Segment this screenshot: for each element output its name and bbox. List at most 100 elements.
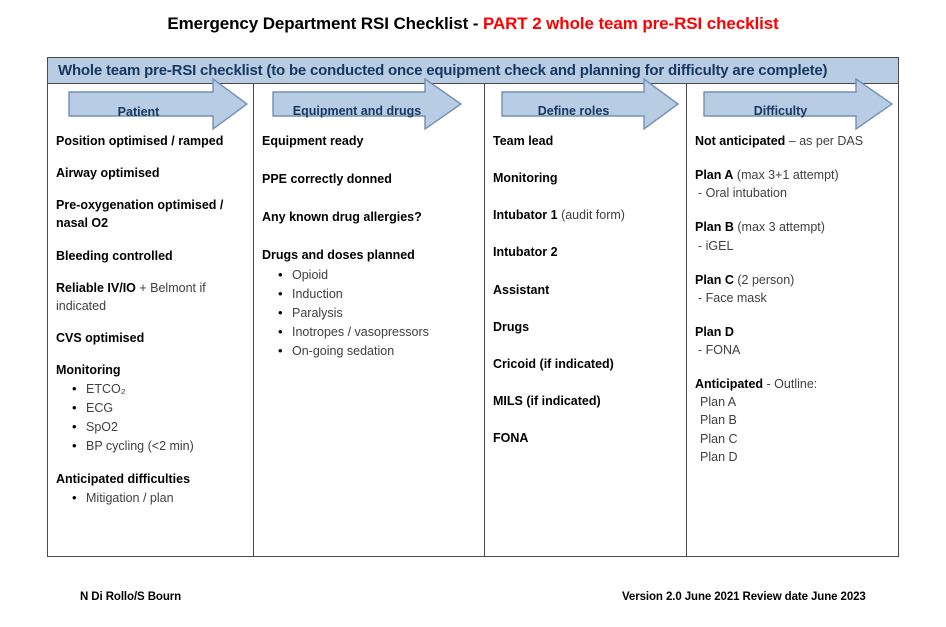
block-arrow-icon (272, 77, 463, 131)
arrow-banner-patient: Patient (56, 77, 249, 131)
column-difficulty: Difficulty Not anticipated – as per DAS … (686, 77, 898, 556)
item-sub: - iGEL (698, 238, 734, 253)
column-define-roles: Define roles Team lead Monitoring Intuba… (484, 77, 686, 556)
bullet-item: BP cycling (<2 min) (72, 436, 247, 456)
column-equipment-and-drugs: Equipment and drugs Equipment ready PPE … (253, 77, 484, 556)
item-bold: Drugs and doses planned (262, 248, 415, 263)
item-bold: Intubator 2 (493, 245, 558, 260)
item-regular: (max 3 attempt) (733, 220, 825, 235)
item-bold: Intubator 1 (493, 208, 558, 223)
page-title-red: PART 2 whole team pre-RSI checklist (482, 14, 779, 33)
list-item: Bleeding controlled (56, 247, 247, 265)
arrow-shape-patient (68, 77, 249, 131)
bullet-list: Mitigation / plan (56, 488, 247, 508)
item-bold: Plan C (695, 272, 734, 287)
item-regular: + Belmont if indicated (56, 280, 206, 313)
item-sub: - Face mask (698, 290, 767, 305)
checklist-table-body: Patient Position optimised / ramped Airw… (48, 77, 898, 556)
block-arrow-icon (501, 77, 680, 131)
list-item: Reliable IV/IO + Belmont if indicated (56, 279, 247, 315)
item-bold: Pre-oxygenation optimised / nasal O2 (56, 198, 224, 231)
item-sub: - Oral intubation (698, 186, 787, 201)
item-bold: Plan B (695, 220, 734, 235)
block-arrow-icon (68, 77, 249, 131)
block-arrow-icon (703, 77, 894, 131)
column-patient: Patient Position optimised / ramped Airw… (48, 77, 253, 556)
list-item: Plan B (max 3 attempt) - iGEL (695, 218, 892, 254)
list-item: FONA (493, 429, 680, 447)
item-bold: CVS optimised (56, 330, 145, 345)
item-bold: Plan D (695, 324, 734, 339)
list-item: Drugs (493, 318, 680, 336)
bullet-item: Induction (278, 284, 478, 304)
item-bold: Not anticipated (695, 134, 786, 148)
item-sub: - FONA (698, 343, 741, 357)
items-define-roles: Team lead Monitoring Intubator 1 (audit … (493, 132, 680, 447)
list-item: Pre-oxygenation optimised / nasal O2 (56, 196, 247, 232)
item-bold: Equipment ready (262, 134, 364, 148)
arrow-banner-define-roles: Define roles (493, 77, 680, 131)
list-item: Drugs and doses planned Opioid Induction… (262, 246, 478, 360)
list-item: Anticipated difficulties Mitigation / pl… (56, 470, 247, 508)
list-item: Intubator 1 (audit form) (493, 206, 680, 224)
item-regular: (max 3+1 attempt) (733, 168, 839, 183)
plan-line: Plan C (700, 431, 738, 446)
page-title-black: Emergency Department RSI Checklist - (167, 14, 483, 33)
list-item: Monitoring ETCO₂ ECG SpO2 BP cycling (<2… (56, 361, 247, 456)
list-item: PPE correctly donned (262, 170, 478, 188)
bullet-list: Opioid Induction Paralysis Inotropes / v… (262, 265, 478, 361)
item-bold: Cricoid (if indicated) (493, 356, 614, 371)
page-title: Emergency Department RSI Checklist - PAR… (0, 14, 946, 34)
checklist-table: Whole team pre-RSI checklist (to be cond… (47, 57, 899, 557)
list-item: Airway optimised (56, 164, 247, 182)
list-item: Team lead (493, 132, 680, 150)
item-bold: MILS (if indicated) (493, 393, 601, 408)
list-item: Any known drug allergies? (262, 208, 478, 226)
items-difficulty: Not anticipated – as per DAS Plan A (max… (695, 132, 892, 466)
item-bold: Anticipated difficulties (56, 472, 191, 487)
item-bold: Anticipated (695, 377, 764, 392)
list-item: Equipment ready (262, 132, 478, 150)
bullet-item: Mitigation / plan (72, 488, 247, 508)
item-bold: Airway optimised (56, 166, 160, 181)
bullet-item: Opioid (278, 265, 478, 285)
list-item: Anticipated - Outline: Plan A Plan B Pla… (695, 375, 892, 466)
item-regular: - Outline: (763, 377, 818, 392)
bullet-list: ETCO₂ ECG SpO2 BP cycling (<2 min) (56, 379, 247, 456)
arrow-shape-define-roles (501, 77, 680, 131)
plan-line: Plan B (700, 413, 737, 428)
bullet-item: ETCO₂ (72, 379, 247, 399)
item-bold: FONA (493, 431, 529, 445)
checklist-table-header: Whole team pre-RSI checklist (to be cond… (48, 58, 898, 84)
arrow-banner-difficulty: Difficulty (695, 77, 894, 131)
item-bold: Reliable IV/IO (56, 280, 136, 295)
bullet-item: Inotropes / vasopressors (278, 322, 478, 342)
item-regular: – as per DAS (785, 134, 864, 148)
list-item: Assistant (493, 281, 680, 299)
footer-author: N Di Rollo/S Bourn (80, 591, 182, 603)
list-item: MILS (if indicated) (493, 392, 680, 410)
list-item: Plan A (max 3+1 attempt) - Oral intubati… (695, 166, 892, 202)
item-bold: PPE correctly donned (262, 172, 392, 187)
list-item: Cricoid (if indicated) (493, 355, 680, 373)
plan-line: Plan A (700, 395, 737, 410)
item-bold: Drugs (493, 319, 530, 334)
arrow-banner-equipment: Equipment and drugs (262, 77, 478, 131)
plan-line: Plan D (700, 449, 738, 464)
item-bold: Plan A (695, 168, 734, 183)
list-item: Not anticipated – as per DAS (695, 132, 892, 150)
item-bold: Position optimised / ramped (56, 134, 224, 148)
bullet-item: Paralysis (278, 303, 478, 323)
list-item: CVS optimised (56, 329, 247, 347)
bullet-item: ECG (72, 398, 247, 418)
item-regular: (audit form) (557, 208, 625, 223)
item-regular: (2 person) (733, 272, 795, 287)
item-bold: Any known drug allergies? (262, 210, 422, 225)
items-patient: Position optimised / ramped Airway optim… (56, 132, 247, 508)
item-bold: Monitoring (56, 363, 121, 377)
footer-version: Version 2.0 June 2021 Review date June 2… (622, 591, 866, 603)
list-item: Position optimised / ramped (56, 132, 247, 150)
list-item: Intubator 2 (493, 243, 680, 261)
arrow-shape-equipment (272, 77, 463, 131)
